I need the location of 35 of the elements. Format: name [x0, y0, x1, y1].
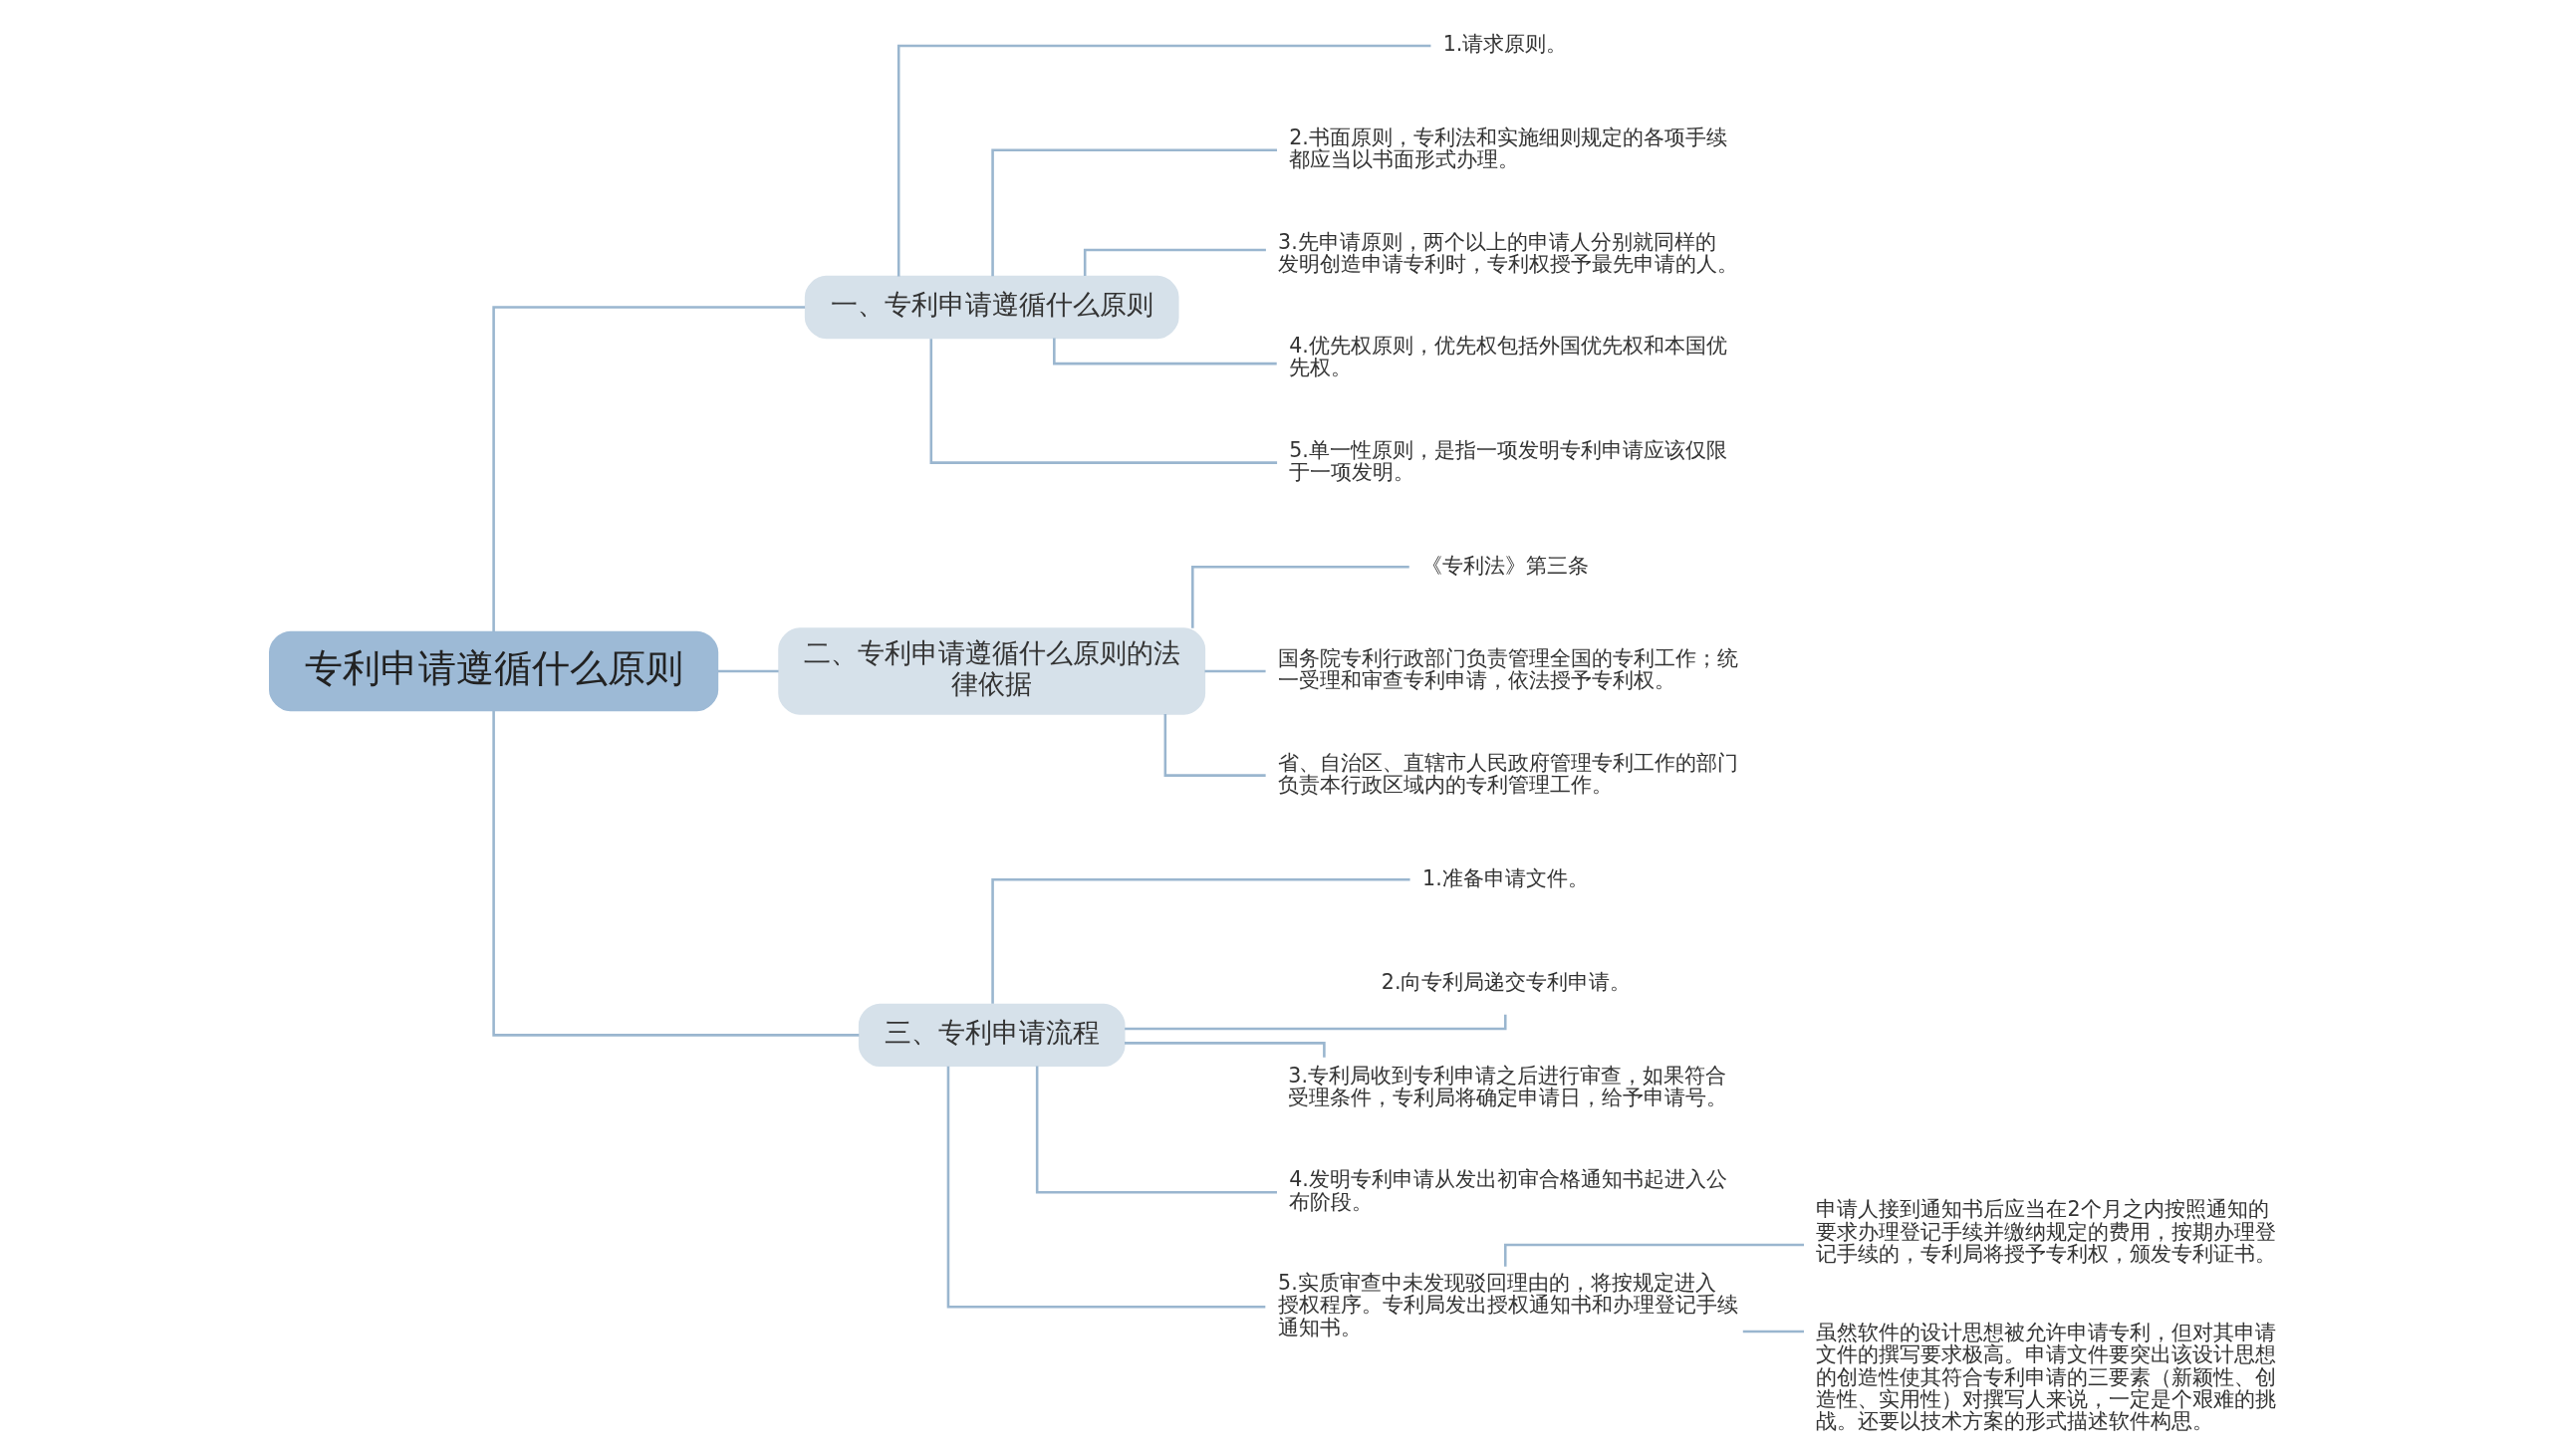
connector [491, 306, 805, 632]
node-text: 1.请求原则。 [1442, 32, 1567, 57]
node-text: 5.单一性原则，是指一项发明专利申请应该仅限于一项发明。 [1288, 437, 1727, 485]
connector [1190, 566, 1409, 628]
connector [990, 877, 1410, 1004]
node-box: 一、专利申请遵循什么原则 [804, 275, 1179, 340]
node-text: 省、自治区、直辖市人民政府管理专利工作的部门负责本行政区域内的专利管理工作。 [1277, 750, 1738, 798]
connector [990, 148, 1277, 277]
node-text: 国务院专利行政部门负责管理全国的专利工作；统一受理和审查专利申请，依法授予专利权。 [1277, 646, 1738, 693]
node-text: 1.准备申请文件。 [1421, 865, 1589, 890]
node-text: 虽然软件的设计思想被允许申请专利，但对其申请文件的撰写要求极高。申请文件要突出该设计思想的创造性使其符合专利申请的三要素（新颖性、创造性、实用性）对撰写人来说，一定是个艰难的挑战。还要以技术方案的形式描述软件构思。 [1815, 1320, 2276, 1434]
connector [1204, 669, 1266, 673]
connector [929, 339, 1277, 464]
connector [1163, 714, 1266, 777]
connector [1035, 1066, 1277, 1194]
node-text: 4.优先权原则，优先权包括外国优先权和本国优先权。 [1288, 334, 1727, 380]
node-text: 3.先申请原则，两个以上的申请人分别就同样的发明创造申请专利时，专利权授予最先申请的人。 [1277, 229, 1738, 276]
connector [1124, 1042, 1326, 1058]
node-box: 专利申请遵循什么原则 [268, 630, 718, 712]
connector [896, 44, 1430, 277]
connector [1052, 338, 1277, 365]
node-box: 三、专利申请流程 [858, 1003, 1126, 1068]
node-text: 5.实质审查中未发现驳回理由的，将按规定进入授权程序。专利局发出授权通知书和办理登记手续通知书。 [1277, 1271, 1738, 1339]
node-text: 《专利法》第三条 [1420, 553, 1589, 578]
connector [1742, 1330, 1804, 1334]
node-text: 2.书面原则，专利法和实施细则规定的各项手续都应当以书面形式办理。 [1288, 124, 1727, 172]
node-text: 3.专利局收到专利申请之后进行审查，如果符合受理条件，专利局将确定申请日，给予申请号。 [1287, 1063, 1727, 1110]
node-text: 4.发明专利申请从发出初审合格通知书起进入公布阶段。 [1288, 1167, 1727, 1214]
connector [946, 1066, 1265, 1309]
connector [1083, 248, 1266, 277]
node-text: 2.向专利局递交专利申请。 [1381, 970, 1632, 995]
node-box: 二、专利申请遵循什么原则的法律依据 [777, 627, 1205, 715]
connector [717, 669, 779, 673]
connector [491, 710, 859, 1037]
node-text: 申请人接到通知书后应当在2个月之内按照通知的要求办理登记手续并缴纳规定的费用，按期办理登记手续的，专利局将授予专利权，颁发专利证书。 [1815, 1197, 2276, 1267]
